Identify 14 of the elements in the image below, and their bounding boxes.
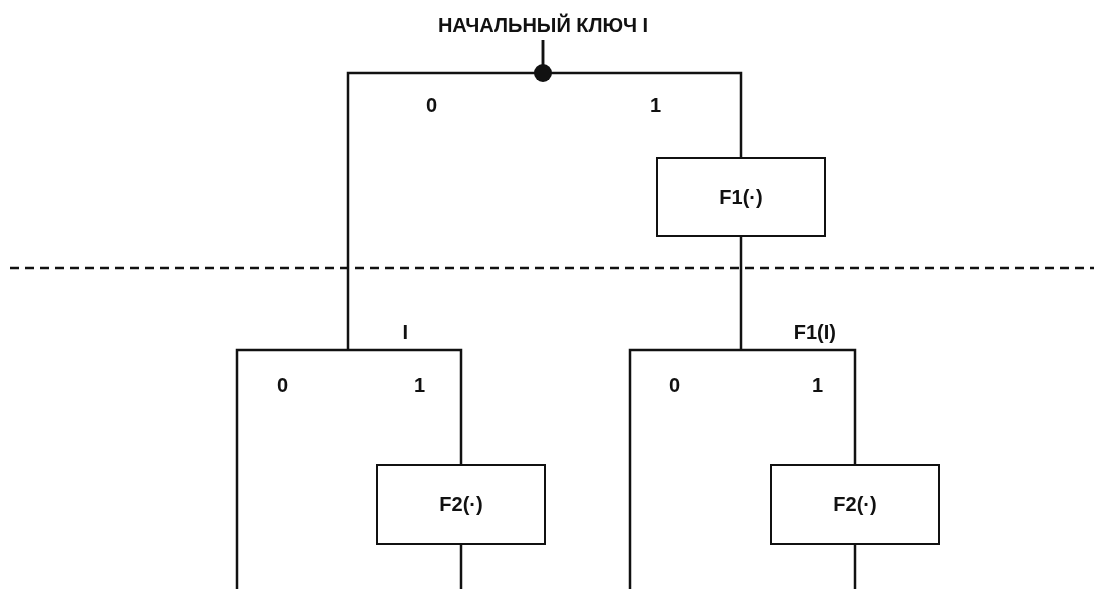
connector-line [741, 348, 857, 464]
key-label: F1(I) [741, 315, 836, 350]
key-label: I [348, 315, 408, 350]
function-box: F1(·) [656, 157, 826, 237]
connector-line [739, 237, 743, 350]
connector-line [235, 348, 348, 589]
function-box: F2(·) [770, 464, 940, 545]
key-label: НАЧАЛЬНЫЙ КЛЮЧ I [413, 10, 673, 40]
connector-line [348, 348, 463, 464]
connector-line [628, 348, 741, 589]
connector-line [853, 545, 857, 589]
connector-line [459, 545, 463, 589]
function-box: F2(·) [376, 464, 546, 545]
connector-line [346, 40, 545, 350]
